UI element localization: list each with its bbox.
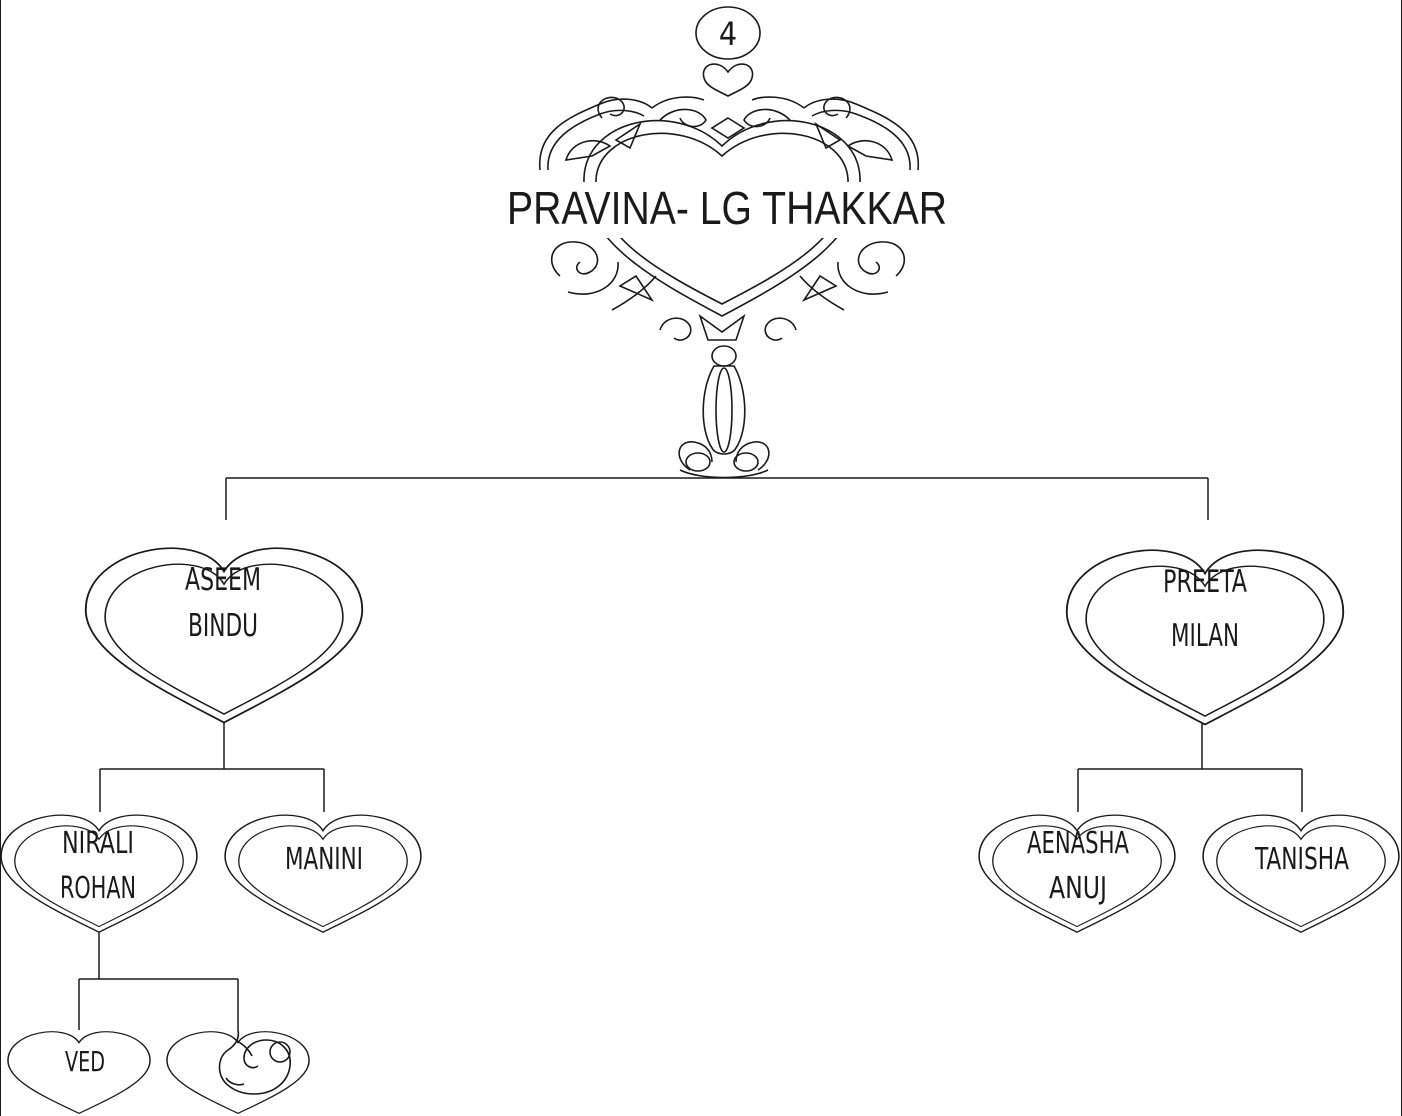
couple-line2: ANUJ [1049,871,1107,906]
person-name: VED [65,1045,105,1078]
person-name: TANISHA [1254,842,1349,877]
connector-lines [78,477,1303,1030]
heart-aseem-bindu: ASEEM BINDU [84,547,364,724]
page-number: 4 [719,15,737,53]
fetus-icon [218,1029,291,1095]
heart-manini: MANINI [224,814,422,934]
heart-tanisha: TANISHA [1202,814,1400,934]
heart-unborn [166,1029,310,1115]
title-band [502,182,954,238]
ornamental-mirror-frame [539,63,919,479]
couple-line1: NIRALI [62,826,134,861]
couple-line2: BINDU [188,608,258,644]
couple-line2: ROHAN [60,871,136,906]
person-name: MANINI [285,842,363,877]
page-number-badge: 4 [695,6,761,60]
couple-line1: AENASHA [1027,826,1129,861]
couple-line1: ASEEM [185,562,261,598]
family-title: PRAVINA- LG THAKKAR [507,182,947,234]
heart-ved: VED [7,1030,151,1115]
heart-nirali-rohan: NIRALI ROHAN [0,814,198,934]
couple-line2: MILAN [1171,618,1239,654]
couple-line1: PREETA [1163,564,1247,600]
heart-preeta-milan: PREETA MILAN [1065,549,1345,726]
heart-aenasha-anuj: AENASHA ANUJ [978,814,1176,934]
